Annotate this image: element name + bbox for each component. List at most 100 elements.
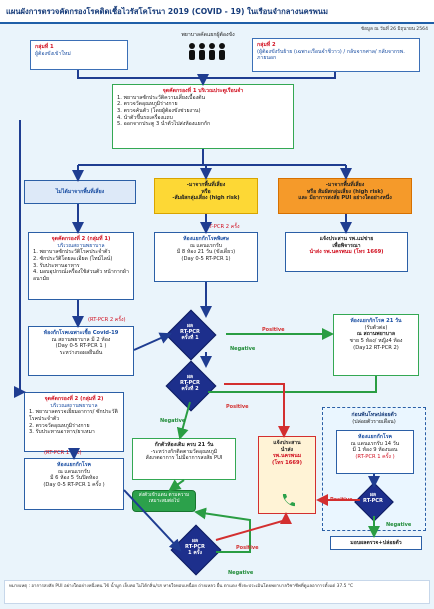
risk-mid-line3: -สัมผัสกลุ่มเสี่ยง (high risk) [172, 195, 240, 202]
checkpoint2a-title: จุดคัดกรองที่ 2 (กลุ่มที่ 1) [51, 236, 111, 242]
rt-pcr-1-line1: ผล [186, 323, 194, 329]
rt-pcr-2-label: ผล RT-PCR ครั้งที่ 2 [164, 374, 216, 393]
rt-pcr-2-line1: ผล [186, 374, 194, 380]
group1-text: ผู้ต้องขังเข้าใหม่ [35, 50, 71, 57]
checkpoint2a-item-3: 3. รับประทานอาหาร [33, 262, 80, 269]
not-risk-box: ไม่ได้มาจากพื้นที่เสี่ยง [24, 180, 136, 204]
footnote-text: หมายเหตุ : อาการสงสัย PUI อย่างใดอย่างหน… [9, 584, 354, 589]
hospital-low-line4: (โทร 1669) [272, 459, 302, 466]
footnote-box: หมายเหตุ : อาการสงสัย PUI อย่างใดอย่างหน… [4, 580, 430, 604]
group1-box: กลุ่มที่ 1 ผู้ต้องขังเข้าใหม่ [30, 40, 128, 70]
risk-mid-box: -มาจากพื้นที่เสี่ยง หรือ -สัมผัสกลุ่มเสี… [154, 178, 258, 214]
risk-right-line1: -มาจากพื้นที่เสี่ยง [325, 182, 365, 188]
checkpoint1-item-1: 1. พยาบาลซักประวัติความเสี่ยงเบื้องต้น [117, 94, 206, 101]
group2-title: กลุ่มที่ 2 [257, 42, 276, 48]
rt-pcr-4-label: ผล RT-PCR [347, 492, 399, 505]
release-line1: ห้องแยกกักโรค [358, 434, 392, 440]
release-line2: ณ แดนแรกรับ 14 วัน [350, 440, 400, 447]
hospital-top-line2: เพื่อพิจารณา [332, 242, 361, 249]
isolation-right-box: ห้องแยกกักโรค 21 วัน (รับตัวต่อ) ณ สถานพ… [333, 314, 419, 376]
isolation-mid-title: ห้องแยกกักโรคพิเศษ [183, 236, 229, 242]
checkpoint1-title: จุดคัดกรองที่ 1 บริเวณประตูเรือนจำ [162, 88, 244, 94]
checkpoint2a-box: จุดคัดกรองที่ 2 (กลุ่มที่ 1) บริเวณสถานพ… [28, 232, 134, 300]
group1-title: กลุ่มที่ 1 [35, 44, 54, 50]
observe-line1: กักตัวห้องเดิม ครบ 21 วัน [154, 442, 214, 448]
staff-group: พยาบาลคัดแยกผู้ต้องขัง [164, 32, 252, 72]
isolation-right-line3: ณ สถานพยาบาล [356, 331, 396, 338]
isolation-mid-box: ห้องแยกกักโรคพิเศษ ณ แดนแรกรับ มี 8 ห้อง… [154, 232, 258, 282]
group2-room-rt-label: (RT-PCR 1 ครั้ง) [44, 450, 82, 456]
rt-pcr-2-line3: ครั้งที่ 2 [181, 385, 199, 392]
covid-room-box: ห้องกักโรคเฉพาะเชื้อ Covid-19 ณ สถานพยาบ… [28, 326, 134, 376]
checkpoint2b-item-3: 3. รับประทานอาหาร/ยาเหมา [29, 429, 95, 436]
positive-label-1: Positive [262, 327, 285, 333]
group2-box: กลุ่มที่ 2 (ผู้ต้องขังรับย้าย (เฉพาะเรือ… [252, 38, 420, 72]
rt-pcr-3-label: ผล RT-PCR 1 ครั้ง [169, 538, 221, 557]
group2-room-line2: ณ แดนแรกรับ [57, 468, 91, 475]
checkpoint2a-subtitle: บริเวณสถานพยาบาล [57, 242, 105, 249]
rt-pcr-1-line3: ครั้งที่ 1 [181, 334, 199, 341]
page-title: แผนผังการตรวจคัดกรองโรคติดเชื้อไวรัสโคโร… [6, 7, 328, 16]
isolation-right-line5: (Day12 RT-PCR 2) [353, 344, 399, 351]
release-room-box: ห้องแยกกักโรค ณ แดนแรกรับ 14 วัน มี 1 ห้… [336, 430, 414, 474]
positive-label-3: Positive [236, 545, 259, 551]
negative-label-2: Negative [160, 418, 186, 424]
people-icon [189, 43, 225, 60]
isolation-right-title: ห้องแยกกักโรค 21 วัน [350, 318, 402, 324]
positive-label-4: Positive [330, 497, 353, 503]
positive-label-2: Positive [226, 404, 249, 410]
covid-room-line4: ระหว่างรอผลยืนยัน [59, 349, 103, 356]
group2-room-line4: (Day 0-5 RT-PCR 1 ครั้ง ) [43, 481, 105, 488]
group2-room-title: ห้องแยกกักโรค [57, 462, 91, 468]
rt-pcr-1-line2: RT-PCR [180, 328, 200, 335]
isolation-right-line2: (รับตัวต่อ) [364, 324, 388, 331]
rt-pcr-3-line2: RT-PCR [185, 543, 205, 550]
checkpoint2b-item-1: 1. พยาบาลตรวจเยี่ยมอาการ/ ซักประวัติโรคป… [29, 409, 118, 422]
risk-mid-line1: -มาจากพื้นที่เสี่ยง [186, 182, 226, 188]
release-line4: (RT-PCR 1 ครั้ง ) [355, 453, 395, 460]
isolation-mid-line3: มี 8 ห้อง 21 วัน (ขังเดี่ยว) [176, 249, 236, 256]
rt-pcr-1-label: ผล RT-PCR ครั้งที่ 1 [164, 323, 216, 342]
covid-room-title: ห้องกักโรคเฉพาะเชื้อ Covid-19 [43, 330, 119, 336]
release-done-label: มอบผลตรวจ+ปล่อยตัว [350, 540, 402, 546]
hospital-low-box: แจ้งประสาน นำส่ง รพ.นครพนม (โทร 1669) [258, 436, 316, 514]
observe-line3: สังเกตอาการ ไม่มีอาการสงสัย PUI [145, 455, 223, 462]
phone-icon [282, 494, 295, 507]
negative-label-1: Negative [230, 346, 256, 352]
observe-box: กักตัวห้องเดิม ครบ 21 วัน -ระหว่างกักติด… [132, 438, 236, 480]
checkpoint1-item-5: 5. ออกจากประตู 3 นำตัวไปส่งห้องแยกกัก [117, 121, 211, 128]
rt-pcr-3-line3: 1 ครั้ง [188, 549, 202, 556]
rt-pcr-4-line2: RT-PCR [363, 497, 383, 504]
hospital-low-line1: แจ้งประสาน [273, 440, 301, 446]
checkpoint1-item-3: 3. ตรวจค้นตัว (โดยผู้ต้องขังช่วยงาน) [117, 107, 201, 114]
not-risk-label: ไม่ได้มาจากพื้นที่เสี่ยง [55, 189, 105, 195]
group2-room-line3: มี 6 ห้อง 5 วันปิดห้อง [50, 475, 98, 482]
hospital-low-line2: นำส่ง [280, 446, 294, 453]
hospital-low-line3: รพ.นครพนม [272, 453, 302, 460]
isolation-mid-line2: ณ แดนแรกรับ [189, 242, 223, 249]
hospital-top-line1: แจ้งประสาน รพ.แม่ข่าย [319, 236, 374, 242]
negative-label-4: Negative [386, 522, 412, 528]
checkpoint2b-item-2: 2. ตรวจวัดอุณหภูมิร่างกาย [29, 422, 90, 429]
checkpoint2a-item-1: 1. พยาบาลซักประวัติโรคประจำตัว [33, 249, 111, 256]
risk-right-line2: หรือ สัมผัสกลุ่มเสี่ยง (high risk) [306, 188, 384, 195]
checkpoint2b-subtitle: บริเวณสถานพยาบาล [50, 402, 98, 409]
checkpoint2b-title: จุดคัดกรองที่ 2 (กลุ่มที่ 2) [44, 396, 104, 402]
rt-pcr-3-line1: ผล [191, 538, 199, 544]
checkpoint2a-item-2: 2. ซักประวัติโดยละเอียด (ไทม์ไลน์) [33, 255, 113, 262]
hospital-top-line3: นำส่ง รพ.นครพนม (โทร 1669) [309, 249, 384, 256]
covid-room-line2: ณ สถานพยาบาล มี 2 ห้อง [51, 336, 111, 343]
risk-right-line3: และ มีอาการสงสัย PUI อย่างใดอย่างหนึ่ง [298, 195, 392, 202]
isolation-mid-rt-label: RT-PCR 2 ครั้ง [206, 224, 240, 230]
hospital-top-box: แจ้งประสาน รพ.แม่ข่าย เพื่อพิจารณา นำส่ง… [285, 232, 408, 272]
group2-room-box: ห้องแยกกักโรค ณ แดนแรกรับ มี 6 ห้อง 5 วั… [24, 458, 124, 510]
covid-room-rt-label: (RT-PCR 2 ครั้ง) [88, 317, 126, 323]
observe-line2: -ระหว่างกักติดตามวัดอุณหภูมิ [150, 448, 218, 455]
checkpoint1-item-4: 4. นำตัวขึ้นรถเครื่องแถบ [117, 114, 173, 121]
covid-room-line3: (Day 0-5 RT-PCR 1 ) [55, 343, 107, 350]
risk-right-box: -มาจากพื้นที่เสี่ยง หรือ สัมผัสกลุ่มเสี่… [278, 178, 412, 214]
release-line3: มี 1 ห้อง 9 ห้องนอน [352, 447, 398, 454]
isolation-mid-line4: (Day 0-5 RT-PCR 1) [181, 255, 231, 262]
